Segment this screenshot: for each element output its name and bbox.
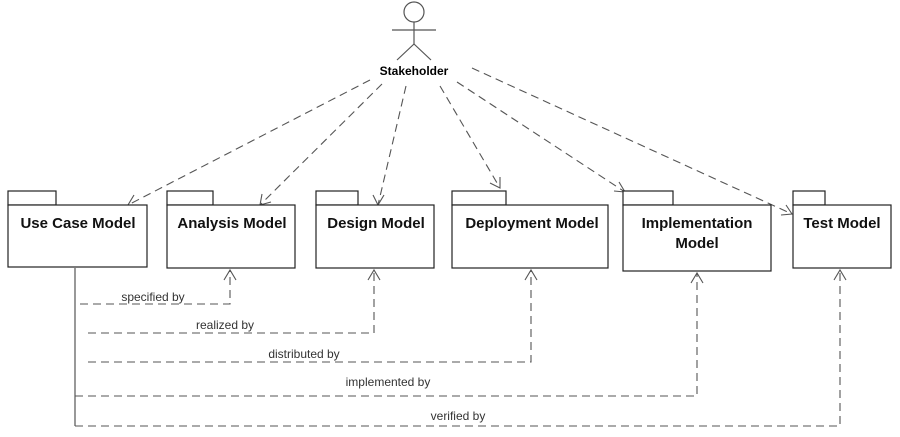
trace-label-specified-by: specified by: [121, 290, 184, 304]
trace-label-implemented-by: implemented by: [346, 375, 431, 389]
stick-figure-icon: [392, 1, 436, 61]
package-title: Analysis Model: [177, 215, 286, 232]
dependency-arrow-design: [372, 85, 407, 207]
package-test-model[interactable]: Test Model: [792, 190, 892, 269]
stakeholder-actor[interactable]: Stakeholder: [380, 1, 449, 78]
package-design-model[interactable]: Design Model: [315, 190, 435, 269]
trace-realized-by: realized by: [88, 268, 381, 334]
package-title: Deployment Model: [465, 215, 598, 232]
package-title: Test Model: [803, 215, 880, 232]
package-title: Design Model: [327, 215, 425, 232]
package-body: [792, 204, 892, 269]
package-body: [166, 204, 296, 269]
package-tab: [792, 190, 826, 206]
dependency-arrow-analysis: [259, 83, 383, 206]
package-body: [315, 204, 435, 269]
package-title: Use Case Model: [20, 215, 135, 232]
dependency-arrow-use-case: [127, 79, 371, 206]
package-body: [7, 204, 148, 268]
trace-label-verified-by: verified by: [431, 409, 486, 423]
package-tab: [315, 190, 359, 206]
dependency-arrow-implementation: [456, 81, 627, 193]
package-implementation-model[interactable]: Implementation Model: [622, 190, 772, 272]
package-tab: [7, 190, 57, 206]
actor-dependencies: [127, 67, 793, 216]
trace-verified-by: verified by: [75, 268, 847, 427]
package-use-case-model[interactable]: Use Case Model: [7, 190, 148, 268]
trace-label-distributed-by: distributed by: [268, 347, 339, 361]
package-title-line-2: Model: [675, 235, 718, 252]
trace-implemented-by: implemented by: [75, 271, 704, 397]
package-analysis-model[interactable]: Analysis Model: [166, 190, 296, 269]
package-tab: [166, 190, 214, 206]
trace-relations: specified by realized by distributed by …: [74, 268, 847, 427]
package-tab: [451, 190, 507, 206]
dependency-arrow-test: [471, 67, 793, 216]
trace-specified-by: specified by: [80, 268, 237, 305]
package-body: [451, 204, 609, 269]
package-deployment-model[interactable]: Deployment Model: [451, 190, 609, 269]
stakeholder-label: Stakeholder: [380, 64, 449, 78]
package-tab: [622, 190, 674, 206]
trace-label-realized-by: realized by: [196, 318, 254, 332]
dependency-arrow-deployment: [439, 85, 501, 189]
trace-distributed-by: distributed by: [88, 268, 538, 363]
package-title: Implementation: [642, 215, 753, 232]
package-body: [622, 204, 772, 272]
